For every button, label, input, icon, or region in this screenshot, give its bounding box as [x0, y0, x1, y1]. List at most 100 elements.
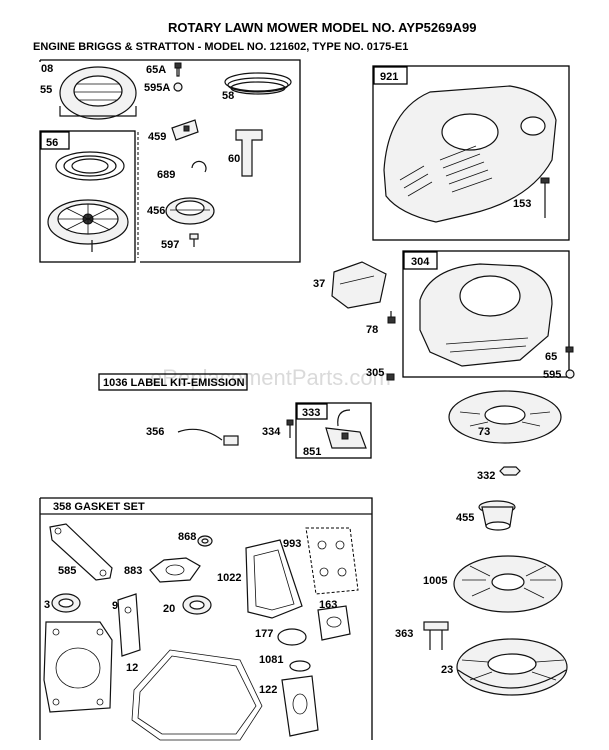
starter-pulley [47, 199, 129, 245]
housing-screw-305 [386, 373, 395, 381]
diagram-title: ROTARY LAWN MOWER MODEL NO. AYP5269A99 [168, 20, 476, 35]
callout-box-921 [373, 66, 408, 85]
callout-box-56 [40, 131, 70, 150]
spark-plug-wire [177, 428, 239, 446]
air-baffle [331, 261, 387, 309]
callout-1081: 1081 [259, 654, 283, 666]
gasket-set-label: 358 GASKET SET [53, 501, 145, 513]
callout-363: 363 [395, 628, 413, 640]
nut-595 [565, 369, 575, 379]
callout-box-304 [403, 251, 438, 270]
gasket-1022 [245, 539, 303, 619]
starter-rope [224, 72, 292, 95]
seal-20 [182, 595, 212, 615]
callout-595: 595 [543, 369, 561, 381]
rotating-screen [448, 390, 562, 444]
callout-163: 163 [319, 599, 337, 611]
gasket-585 [49, 523, 113, 581]
callout-08: 08 [41, 63, 53, 75]
callout-58: 58 [222, 90, 234, 102]
watermark-text: eReplacementParts.com [150, 365, 391, 390]
callout-585: 585 [58, 565, 76, 577]
callout-55: 55 [40, 84, 52, 96]
ring-1081 [289, 660, 311, 672]
callout-333: 333 [302, 407, 320, 419]
callout-20: 20 [163, 603, 175, 615]
flywheel-nut [499, 466, 521, 476]
callout-65: 65 [545, 351, 557, 363]
spark-plug-334 [286, 419, 294, 438]
callout-9: 9 [112, 600, 118, 612]
starter-group-frame [39, 59, 301, 263]
seal-868 [197, 535, 213, 547]
callout-304: 304 [411, 256, 430, 268]
callout-597: 597 [161, 239, 179, 251]
callout-1022: 1022 [217, 572, 241, 584]
bolt-65 [565, 346, 574, 360]
callout-56: 56 [46, 137, 58, 149]
callout-334: 334 [262, 426, 281, 438]
callout-305: 305 [366, 367, 384, 379]
callout-456: 456 [147, 205, 165, 217]
ignition-armature [325, 409, 367, 449]
callout-851: 851 [303, 446, 321, 458]
callout-60: 60 [228, 153, 240, 165]
callout-689: 689 [157, 169, 175, 181]
callout-122: 122 [259, 684, 277, 696]
callout-332: 332 [477, 470, 495, 482]
nut-595a [173, 82, 183, 92]
callout-459: 459 [148, 131, 166, 143]
label-kit-box [98, 373, 248, 391]
callout-595a: 595A [144, 82, 170, 94]
callout-153: 153 [513, 198, 531, 210]
gasket-122 [281, 675, 319, 737]
cover-bolt-153 [540, 177, 550, 218]
flywheel [456, 638, 568, 696]
callout-73: 73 [478, 426, 490, 438]
diagram-subtitle: ENGINE BRIGGS & STRATTON - MODEL NO. 121… [33, 41, 408, 53]
rewind-spring [55, 151, 125, 181]
oring-177 [277, 628, 307, 646]
cylinder-head-gasket [43, 621, 113, 713]
callout-883: 883 [124, 565, 142, 577]
bolt-65a [174, 62, 182, 77]
callout-868: 868 [178, 531, 196, 543]
callout-78: 78 [366, 324, 378, 336]
callout-box-333 [296, 403, 328, 420]
seal-3 [51, 593, 81, 613]
engine-cover [383, 85, 557, 223]
callout-23: 23 [441, 664, 453, 676]
gasket-12 [131, 649, 263, 741]
callout-455: 455 [456, 512, 474, 524]
callout-65a: 65A [146, 64, 166, 76]
gasket-9 [117, 593, 141, 657]
retainer-clip [191, 160, 207, 173]
rewind-starter-housing [59, 66, 137, 120]
gasket-set-frame [39, 497, 373, 740]
ignition-box [295, 402, 372, 459]
starter-ratchet [165, 197, 215, 225]
callout-1005: 1005 [423, 575, 447, 587]
callout-921: 921 [380, 71, 398, 83]
starter-cup [478, 500, 516, 531]
callout-356: 356 [146, 426, 164, 438]
rope-pulley-box [39, 130, 136, 263]
engine-cover-box [372, 65, 570, 241]
blower-housing-box [402, 250, 570, 378]
callout-37: 37 [313, 278, 325, 290]
baffle-screw [387, 311, 396, 324]
gasket-883 [149, 557, 201, 583]
starter-handle [235, 129, 263, 177]
fan-impeller [453, 555, 563, 613]
label-kit: 1036 LABEL KIT-EMISSION [103, 377, 245, 389]
callout-177: 177 [255, 628, 273, 640]
flywheel-key-363 [423, 621, 449, 650]
blower-housing [419, 263, 553, 367]
gasket-993 [305, 527, 359, 595]
gasket-163 [317, 605, 351, 641]
callout-3: 3 [44, 599, 50, 611]
callout-993: 993 [283, 538, 301, 550]
callout-12: 12 [126, 662, 138, 674]
ratchet-screw [189, 233, 199, 247]
